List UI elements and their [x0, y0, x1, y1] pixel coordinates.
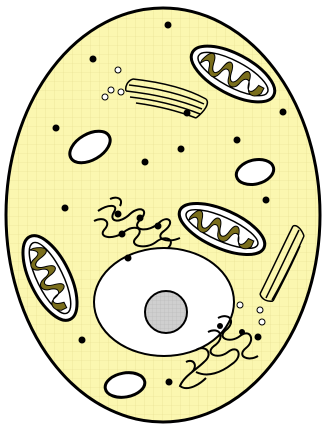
cell-membrane: [6, 8, 320, 422]
nucleolus: [145, 291, 187, 333]
